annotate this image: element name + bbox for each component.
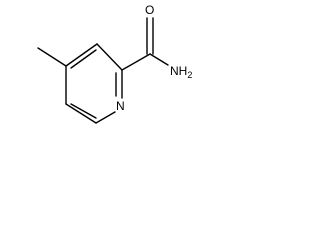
carbonyl-carbon-bond <box>121 53 151 71</box>
molecule-drawing: O NH2 N <box>37 3 192 124</box>
methyl-bond <box>37 47 67 67</box>
amide-nitrogen-label: NH2 <box>170 64 192 80</box>
ring-nitrogen-label: N <box>116 99 125 113</box>
amide-subscript: 2 <box>187 70 192 80</box>
oxygen-label: O <box>145 3 154 17</box>
ring-bond-c3-c4 <box>65 43 98 67</box>
ring-bond-c5-c6 <box>65 103 97 124</box>
ring-bond-c6-n1 <box>95 111 116 124</box>
structure-diagram: O NH2 N <box>0 0 200 134</box>
ring-bond-c5-c6-inner <box>70 103 97 119</box>
ring-bond-c3-c4-inner <box>70 49 97 69</box>
ring-bond-c2-c3 <box>96 43 123 71</box>
amide-nh-text: NH <box>170 64 187 78</box>
amide-bond <box>149 53 169 66</box>
